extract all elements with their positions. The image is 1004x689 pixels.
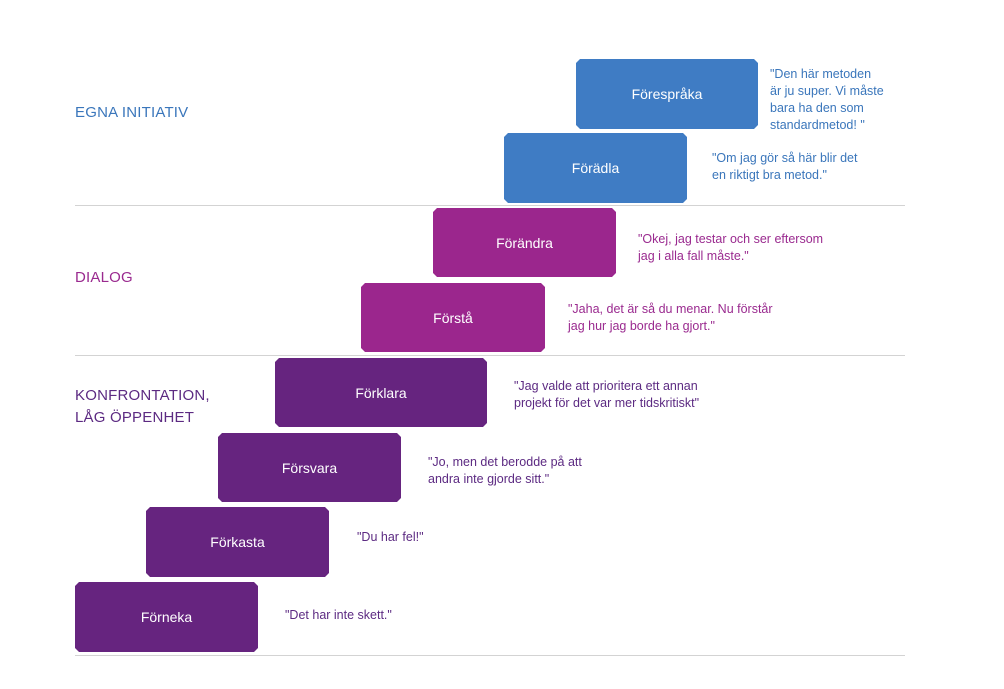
divider-line	[75, 655, 905, 656]
step-forsvara: Försvara	[218, 433, 401, 502]
step-label: Förespråka	[631, 86, 703, 102]
step-forklara: Förklara	[275, 358, 487, 427]
quote-forespraka: "Den här metoden är ju super. Vi måste b…	[770, 67, 884, 132]
section-label-egna-initiativ: EGNA INITIATIV	[75, 104, 189, 121]
quote-forandra: "Okej, jag testar och ser eftersom jag i…	[638, 232, 824, 263]
step-forespraka: Förespråka	[576, 59, 758, 129]
divider-line	[75, 205, 905, 206]
quote-forneka: "Det har inte skett."	[285, 608, 392, 622]
step-label: Förneka	[140, 609, 193, 625]
step-forandra: Förändra	[433, 208, 616, 277]
quote-forsvara: "Jo, men det berodde på att andra inte g…	[428, 455, 582, 486]
quote-foradla: "Om jag gör så här blir det en riktigt b…	[712, 151, 858, 182]
step-label: Förkasta	[210, 534, 265, 550]
step-forneka: Förneka	[75, 582, 258, 652]
step-label: Förstå	[433, 309, 473, 326]
step-forkasta: Förkasta	[146, 507, 329, 577]
step-foradla: Förädla	[504, 133, 687, 203]
divider-line	[75, 355, 905, 356]
section-label-dialog: DIALOG	[75, 269, 133, 286]
step-label: Förädla	[571, 160, 620, 176]
quote-forklara: "Jag valde att prioritera ett annan proj…	[514, 379, 700, 410]
step-forsta: Förstå	[361, 283, 545, 352]
quote-forsta: "Jaha, det är så du menar. Nu förstår ja…	[568, 302, 773, 333]
quote-forkasta: "Du har fel!"	[357, 530, 424, 544]
step-label: Förändra	[496, 234, 553, 251]
step-label: Förklara	[355, 384, 407, 401]
section-label-konfrontation: KONFRONTATION, LÅG ÖPPENHET	[75, 387, 210, 426]
step-label: Försvara	[281, 459, 338, 476]
